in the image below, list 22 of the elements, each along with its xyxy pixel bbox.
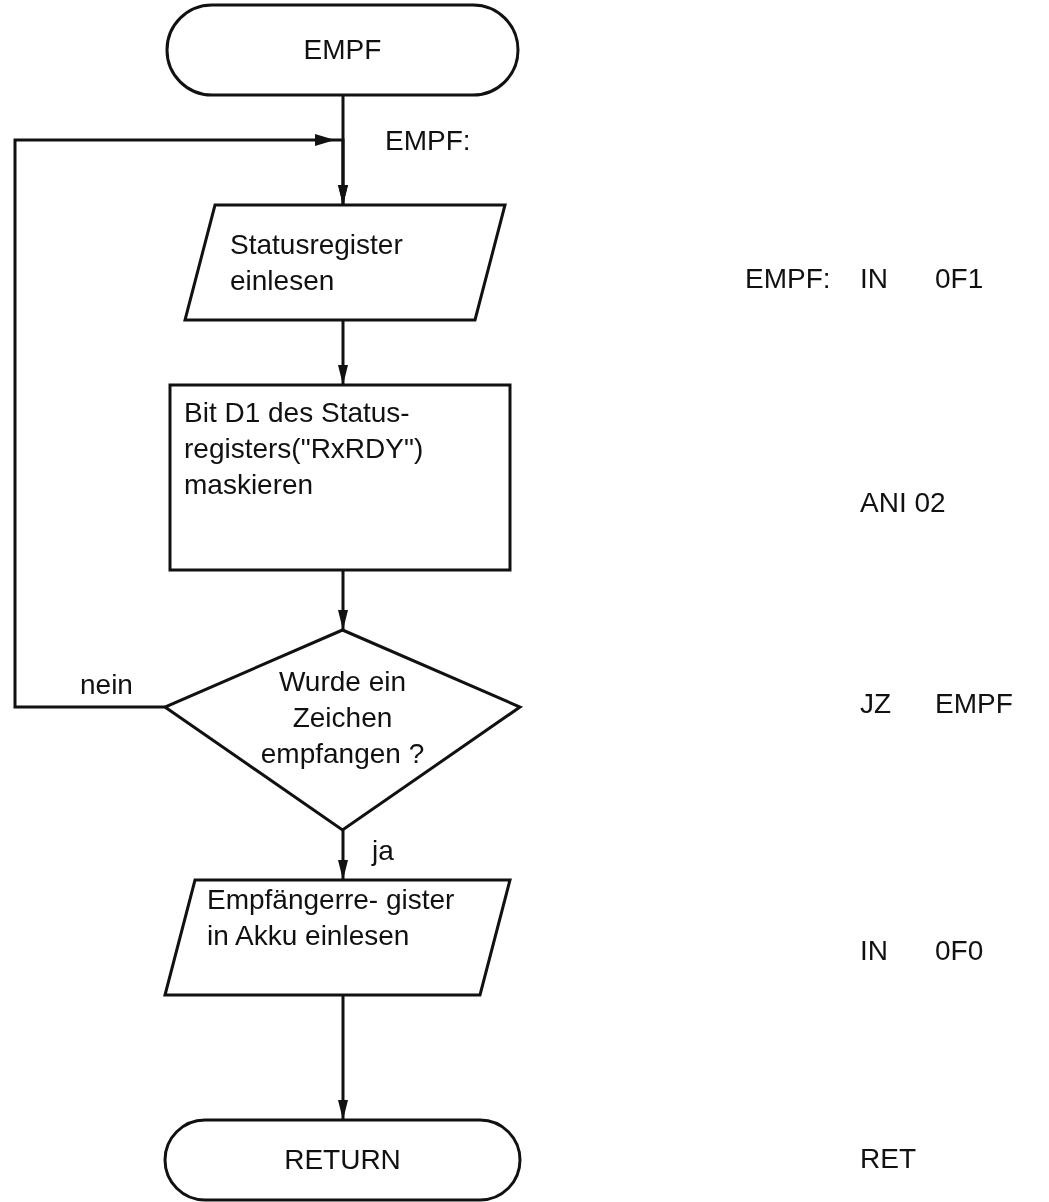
code-label: EMPF: [745,262,831,296]
input-output-parallelogram [185,205,505,320]
input-output-parallelogram [165,880,510,995]
step-text: Bit D1 des Status- registers("RxRDY") maskieren [184,396,425,502]
step-text: RETURN [283,1143,402,1177]
process-box [170,385,510,570]
jump-label: EMPF: [385,124,471,158]
code-instruction: JZ [860,687,892,721]
step-text: EMPF [302,33,383,67]
terminal-shape [167,5,518,95]
step-text: Empfängerre- gister in Akku einlesen [207,883,456,953]
code-instruction: IN [860,934,888,968]
code-operand: 0F0 [935,934,984,968]
code-instruction: IN [860,262,888,296]
code-operand: 0F1 [935,262,984,296]
decision-diamond [165,630,520,830]
step-text: Wurde ein Zeichen empfangen ? [259,665,426,771]
code-instruction: RET [860,1142,916,1176]
terminal-shape [165,1120,520,1200]
step-text: Statusregister einlesen [230,228,404,298]
code-operand: EMPF [935,687,1013,721]
code-instruction: ANI 02 [860,486,946,520]
